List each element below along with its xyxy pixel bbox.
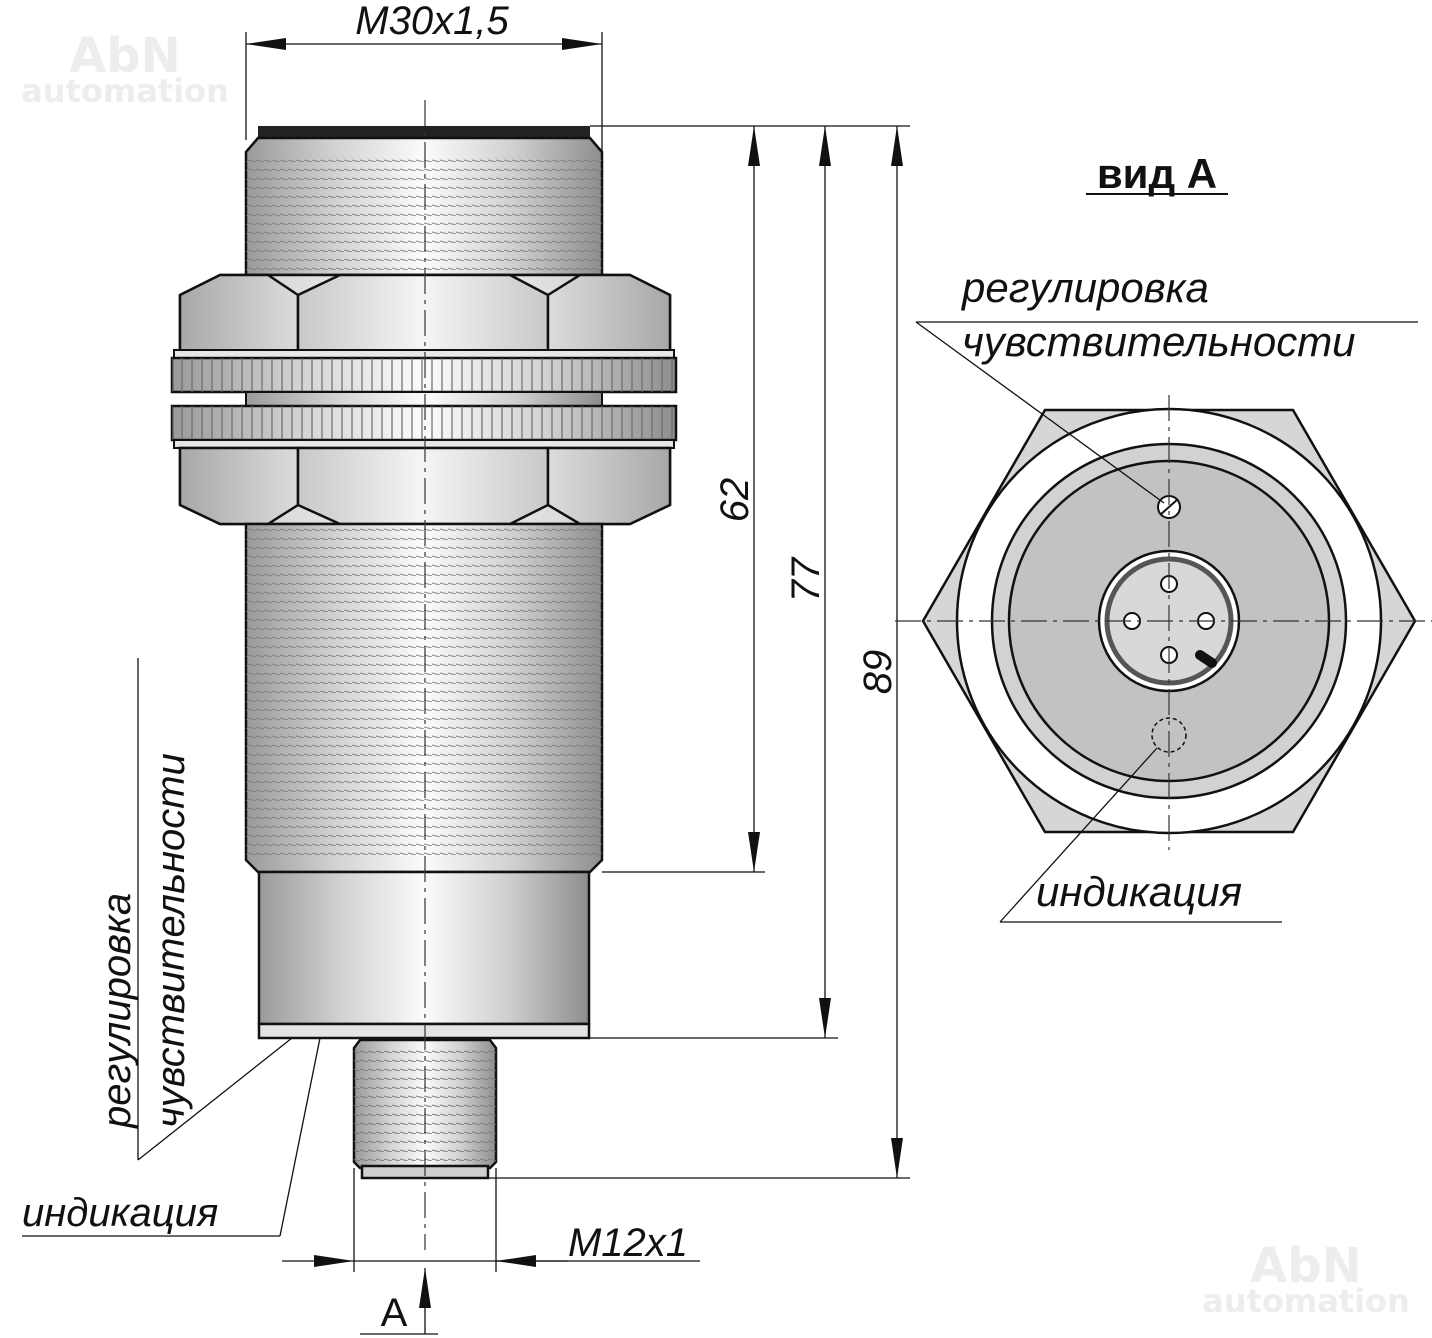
end-label-indication: индикация	[999, 747, 1282, 923]
watermark-top-left: AbN automation	[21, 28, 229, 110]
watermark-brand: AbN	[69, 28, 181, 84]
side-label-sensitivity-line2: чувствительности	[149, 753, 193, 1128]
watermark-sub: automation	[21, 72, 229, 110]
side-label-sensitivity: регулировка чувствительности	[95, 658, 293, 1161]
rear-housing	[257, 870, 591, 1026]
watermark-bottom-right: AbN automation	[1202, 1238, 1410, 1320]
side-view: M30x1,5 62 77 89 M12x1 A	[22, 0, 910, 1335]
end-label-sensitivity: регулировка чувствительности	[915, 264, 1418, 504]
end-view-title: вид А	[1097, 150, 1217, 197]
end-label-indication-text: индикация	[1036, 868, 1242, 915]
indicator-led	[1151, 717, 1187, 753]
lower-washer	[170, 404, 678, 449]
dim-thread-connector: M12x1	[282, 1221, 700, 1267]
dim-62-label: 62	[713, 478, 757, 523]
side-label-sensitivity-line1: регулировка	[95, 893, 139, 1129]
connector-key	[1195, 650, 1217, 668]
side-label-indication-text: индикация	[22, 1191, 218, 1235]
dim-77-label: 77	[784, 556, 828, 602]
rear-cap	[257, 1022, 591, 1040]
upper-washer	[170, 349, 678, 394]
dim-89-label: 89	[856, 650, 900, 695]
watermark-brand: AbN	[1250, 1238, 1362, 1294]
side-label-indication: индикация	[22, 1037, 321, 1237]
sensing-face	[258, 126, 590, 138]
dim-62: 62	[713, 126, 760, 872]
dim-thread-main: M30x1,5	[246, 0, 602, 50]
watermark-sub: automation	[1202, 1282, 1410, 1320]
dim-thread-main-label: M30x1,5	[355, 0, 509, 43]
end-label-sensitivity-line2: чувствительности	[962, 318, 1356, 365]
dim-thread-connector-label: M12x1	[568, 1221, 688, 1265]
view-a-letter: A	[381, 1291, 408, 1335]
view-a-marker: A	[360, 1268, 438, 1335]
end-label-sensitivity-line1: регулировка	[960, 264, 1209, 311]
dim-77: 77	[784, 126, 831, 1038]
dim-89: 89	[856, 126, 903, 1178]
end-view: вид А регулировка чувствительности	[895, 150, 1432, 923]
